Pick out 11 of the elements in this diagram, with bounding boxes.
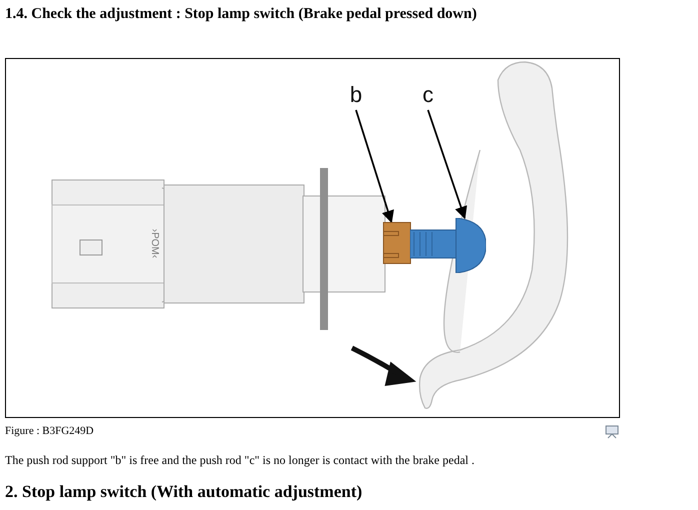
section-heading: 1.4. Check the adjustment : Stop lamp switch (Brake pedal pressed down) bbox=[5, 6, 477, 23]
figure-reference: Figure : B3FG249D bbox=[5, 425, 94, 437]
arrow bbox=[427, 110, 468, 220]
push-rod bbox=[410, 218, 486, 273]
callout-letter: b bbox=[349, 84, 363, 108]
push-rod-support bbox=[383, 222, 411, 264]
callout-letter: c bbox=[421, 84, 435, 108]
section-heading: 2. Stop lamp switch (With automatic adjustment) bbox=[5, 482, 362, 502]
molded-marking: ›POM‹ bbox=[149, 228, 160, 258]
arrow bbox=[355, 110, 394, 224]
description-text: The push rod support "b" is free and the push rod "c" is no longer is contact with the brake pedal . bbox=[5, 453, 474, 468]
